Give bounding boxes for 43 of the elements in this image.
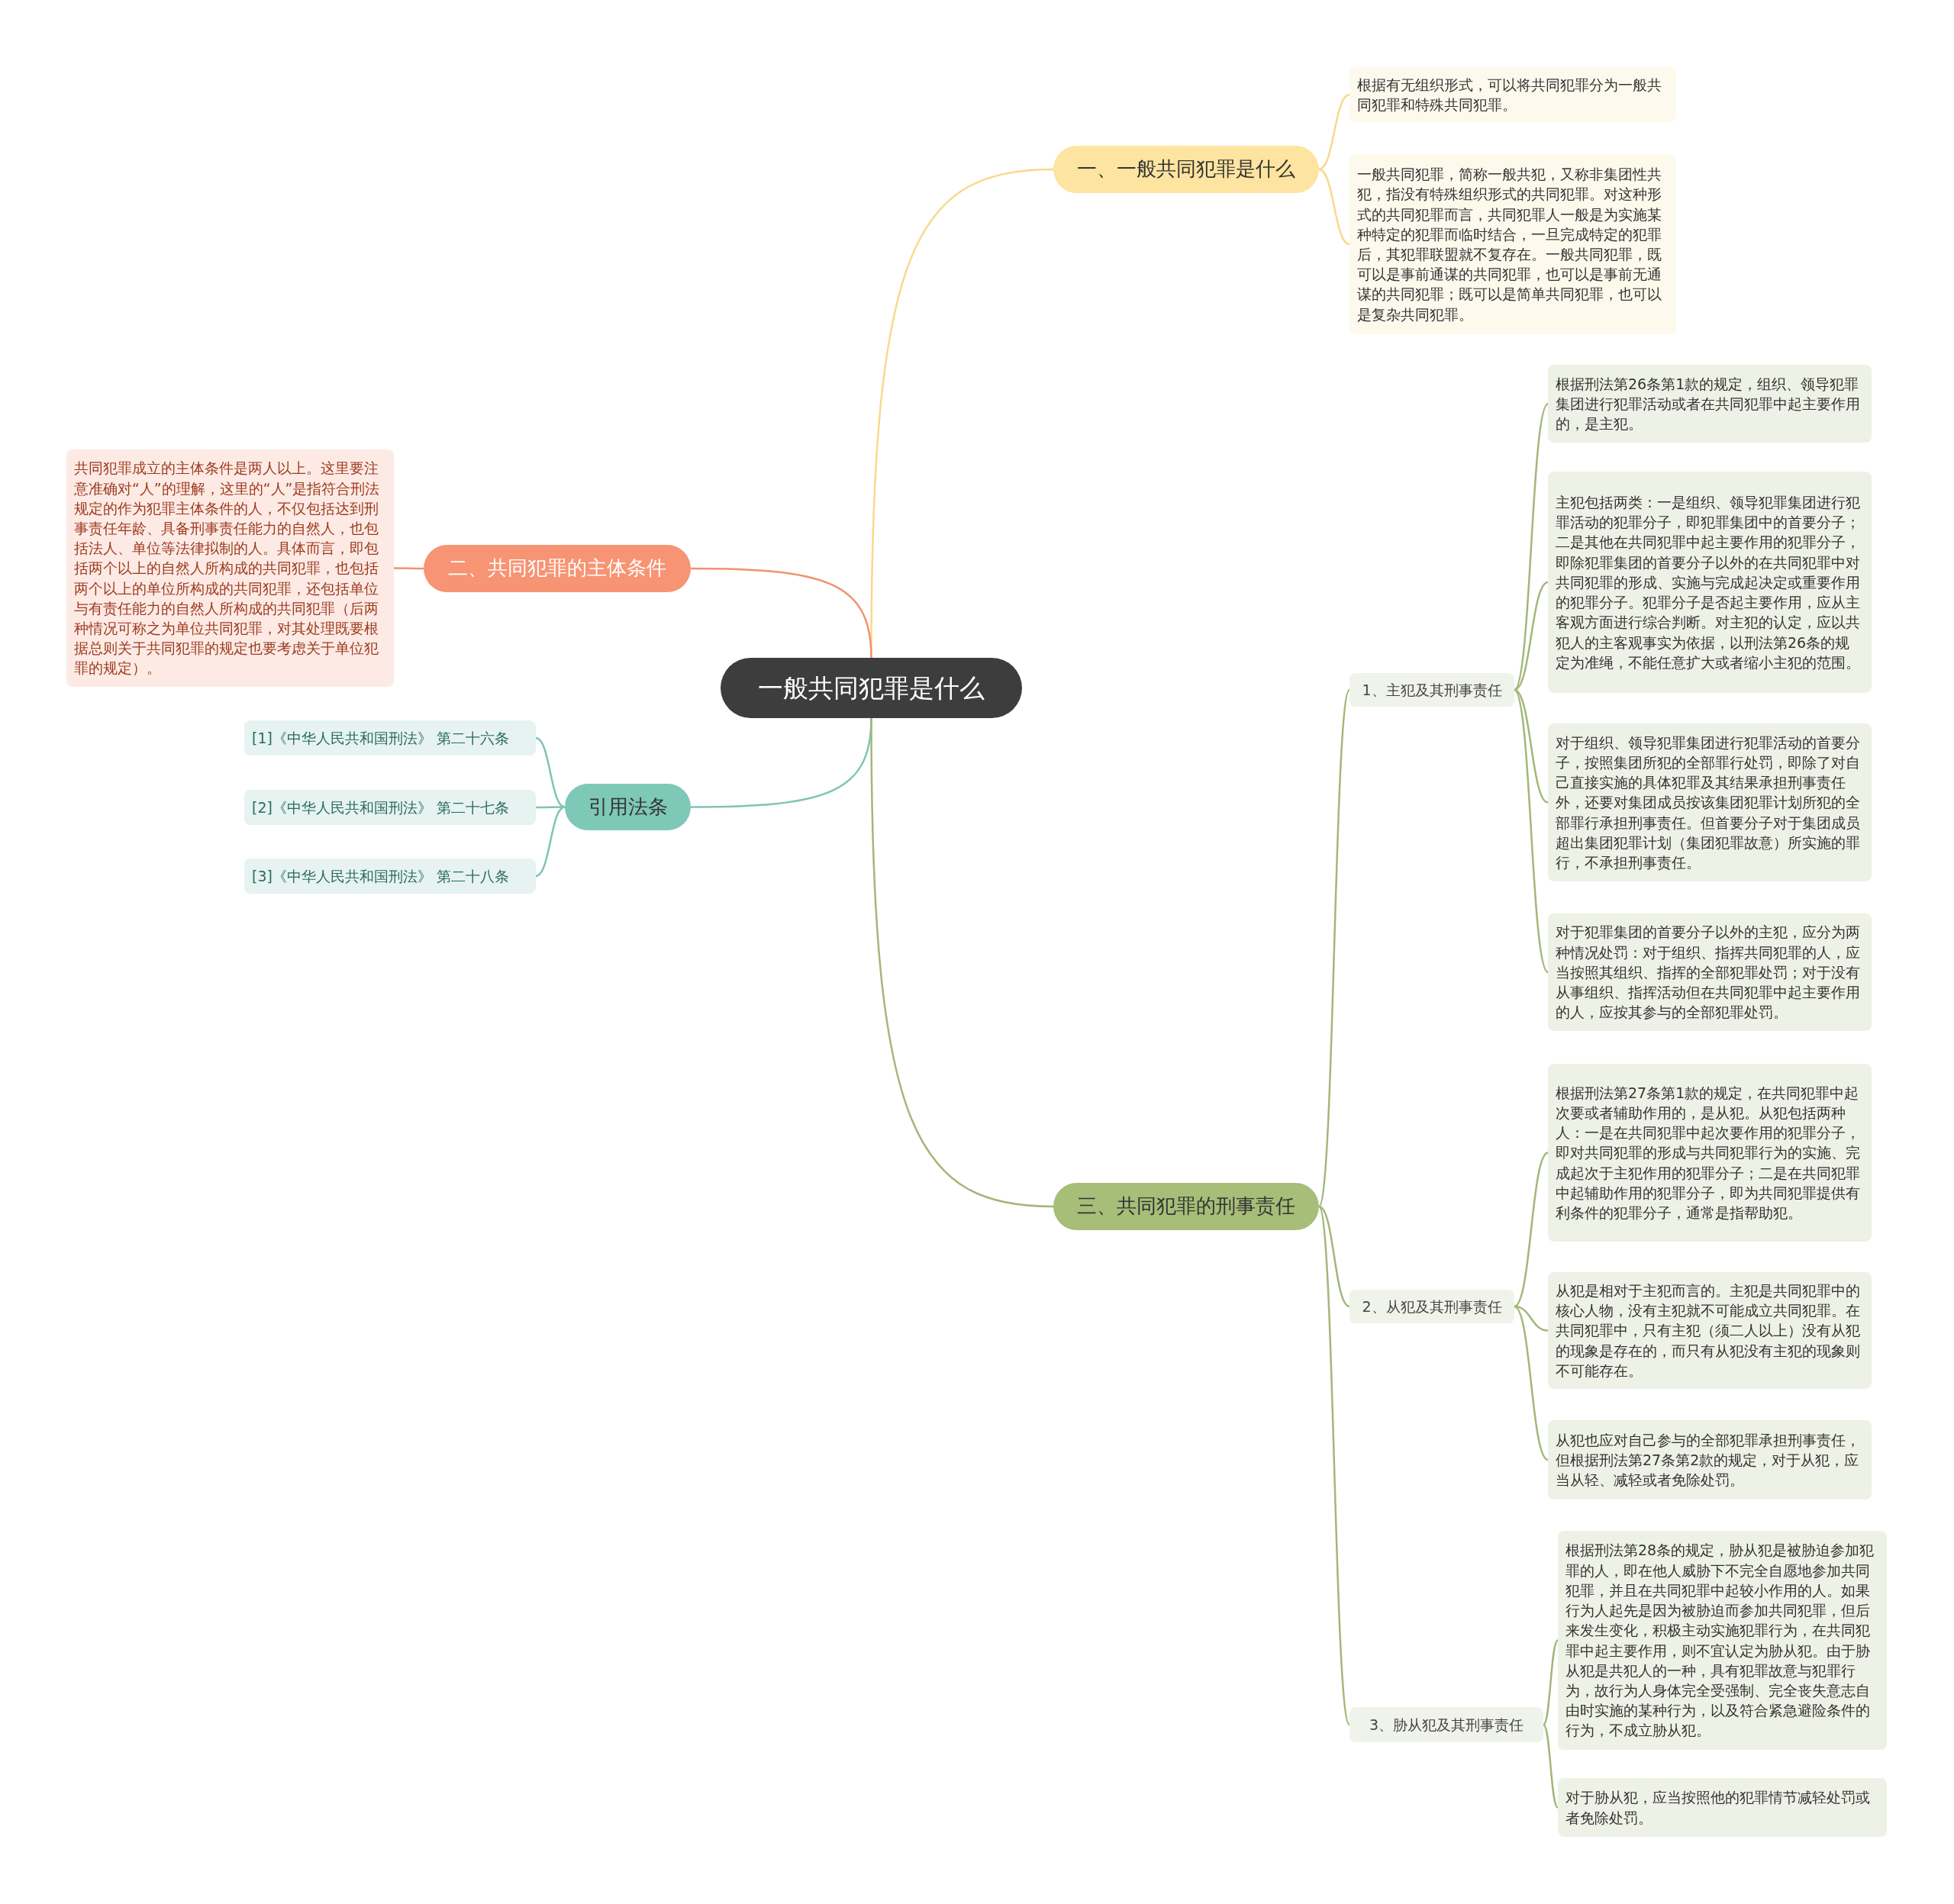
- central-topic: 一般共同犯罪是什么: [721, 658, 1022, 718]
- subtopic: 2、从犯及其刑事责任: [1349, 1290, 1514, 1323]
- connector-line: [1317, 1206, 1351, 1725]
- reference-item: [2]《中华人民共和国刑法》 第二十七条: [244, 790, 536, 825]
- connector-line: [1514, 1152, 1549, 1307]
- connector-line: [1514, 581, 1549, 691]
- note-card: 根据刑法第26条第1款的规定，组织、领导犯罪集团进行犯罪活动或者在共同犯罪中起主要作用的，是主犯。: [1548, 365, 1872, 443]
- note-card: 对于组织、领导犯罪集团进行犯罪活动的首要分子，按照集团所犯的全部罪行处罚，即除了对自己直接实施的具体犯罪及其结果承担刑事责任外，还要对集团成员按该集团犯罪计划所犯的全部罪行承担刑事责任。但首要分子对于集团成员超出集团犯罪计划（集团犯罪故意）所实施的罪行，不承担刑事责任。: [1548, 723, 1872, 881]
- connector-line: [870, 718, 1054, 1208]
- connector-line: [1318, 93, 1350, 171]
- reference-item: [3]《中华人民共和国刑法》 第二十八条: [244, 859, 536, 894]
- connector-line: [691, 567, 872, 659]
- note-card: 根据刑法第28条的规定，胁从犯是被胁迫参加犯罪的人，即在他人威胁下不完全自愿地参加共同犯罪，并且在共同犯罪中起较小作用的人。如果行为人起先是因为被胁迫而参加共同犯罪，但后来发生变化，积极主动实施犯罪行为，在共同犯罪中起主要作用，则不宜认定为胁从犯。由于胁从犯是共犯人的一种，具有犯罪故意与犯罪行为，故行为人身体完全受强制、完全丧失意志自由时实施的某种行为，以及符合紧急避险条件的行为，不成立胁从犯。: [1558, 1531, 1887, 1750]
- branch-topic: 三、共同犯罪的刑事责任: [1053, 1183, 1319, 1230]
- subtopic: 1、主犯及其刑事责任: [1349, 673, 1514, 707]
- connector-line: [1514, 688, 1549, 804]
- connector-line: [1514, 1305, 1549, 1332]
- connector-line: [1318, 168, 1350, 246]
- note-card: 对于胁从犯，应当按照他的犯罪情节减轻处罚或者免除处罚。: [1558, 1778, 1887, 1837]
- reference-item: [1]《中华人民共和国刑法》 第二十六条: [244, 720, 536, 755]
- connector-line: [1317, 689, 1351, 1207]
- connector-line: [536, 806, 565, 809]
- branch-topic: 引用法条: [565, 784, 691, 830]
- note-card: 主犯包括两类：一是组织、领导犯罪集团进行犯罪活动的犯罪分子，即犯罪集团中的首要分子；二是其他在共同犯罪中起主要作用的犯罪分子，即除犯罪集团的首要分子以外的在共同犯罪中对共同犯罪的形成、实施与完成起决定或重要作用的犯罪分子。犯罪分子是否起主要作用，应从主客观方面进行综合判断。对主犯的认定，应以共犯人的主客观事实为依据，以刑法第26条的规定为准绳，不能任意扩大或者缩小主犯的范围。: [1548, 472, 1872, 693]
- note-card: 从犯也应对自己参与的全部犯罪承担刑事责任，但根据刑法第27条第2款的规定，对于从犯，应当从轻、减轻或者免除处罚。: [1548, 1420, 1872, 1500]
- connector-line: [1543, 1724, 1559, 1809]
- branch-topic: 二、共同犯罪的主体条件: [424, 545, 691, 592]
- connector-line: [1318, 1205, 1350, 1308]
- connector-line: [394, 567, 424, 570]
- note-card: 对于犯罪集团的首要分子以外的主犯，应分为两种情况处罚：对于组织、指挥共同犯罪的人，应当按照其组织、指挥的全部犯罪处罚；对于没有从事组织、指挥活动但在共同犯罪中起主要作用的人，应按其参与的全部犯罪处罚。: [1548, 913, 1872, 1031]
- note-card: 根据有无组织形式，可以将共同犯罪分为一般共同犯罪和特殊共同犯罪。: [1349, 67, 1676, 122]
- connector-line: [1514, 1306, 1549, 1461]
- note-card: 共同犯罪成立的主体条件是两人以上。这里要注意准确对“人”的理解，这里的“人”是指符合刑法规定的作为犯罪主体条件的人，不仅包括达到刑事责任年龄、具备刑事责任能力的自然人，也包括法人、单位等法律拟制的人。具体而言，即包括两个以上的自然人所构成的共同犯罪，也包括两个以上的单位所构成的共同犯罪，还包括单位与有责任能力的自然人所构成的共同犯罪（后两种情况可称之为单位共同犯罪，对其处理既要根据总则关于共同犯罪的规定也要考虑关于单位犯罪的规定）。: [66, 449, 394, 687]
- note-card: 一般共同犯罪，简称一般共犯，又称非集团性共犯，指没有特殊组织形式的共同犯罪。对这种形式的共同犯罪而言，共同犯罪人一般是为实施某种特定的犯罪而临时结合，一旦完成特定的犯罪后，其犯罪联盟就不复存在。一般共同犯罪，既可以是事前通谋的共同犯罪，也可以是事前无通谋的共同犯罪；既可以是简单共同犯罪，也可以是复杂共同犯罪。: [1349, 154, 1676, 334]
- connector-line: [535, 736, 566, 808]
- subtopic: 3、胁从犯及其刑事责任: [1349, 1707, 1543, 1742]
- connector-line: [1513, 689, 1549, 973]
- note-card: 从犯是相对于主犯而言的。主犯是共同犯罪中的核心人物，没有主犯就不可能成立共同犯罪。在共同犯罪中，只有主犯（须二人以上）没有从犯的现象是存在的，而只有从犯没有主犯的现象则不可能存在。: [1548, 1272, 1872, 1389]
- note-card: 根据刑法第27条第1款的规定，在共同犯罪中起次要或者辅助作用的，是从犯。从犯包括两种人：一是在共同犯罪中起次要作用的犯罪分子，即对共同犯罪的形成与共同犯罪行为的实施、完成起次于主犯作用的犯罪分子；二是在共同犯罪中起辅助作用的犯罪分子，即为共同犯罪提供有利条件的犯罪分子，通常是指帮助犯。: [1548, 1064, 1872, 1242]
- connector-line: [535, 806, 566, 878]
- connector-line: [1543, 1639, 1559, 1725]
- branch-topic: 一、一般共同犯罪是什么: [1053, 146, 1319, 193]
- connector-line: [1513, 403, 1549, 691]
